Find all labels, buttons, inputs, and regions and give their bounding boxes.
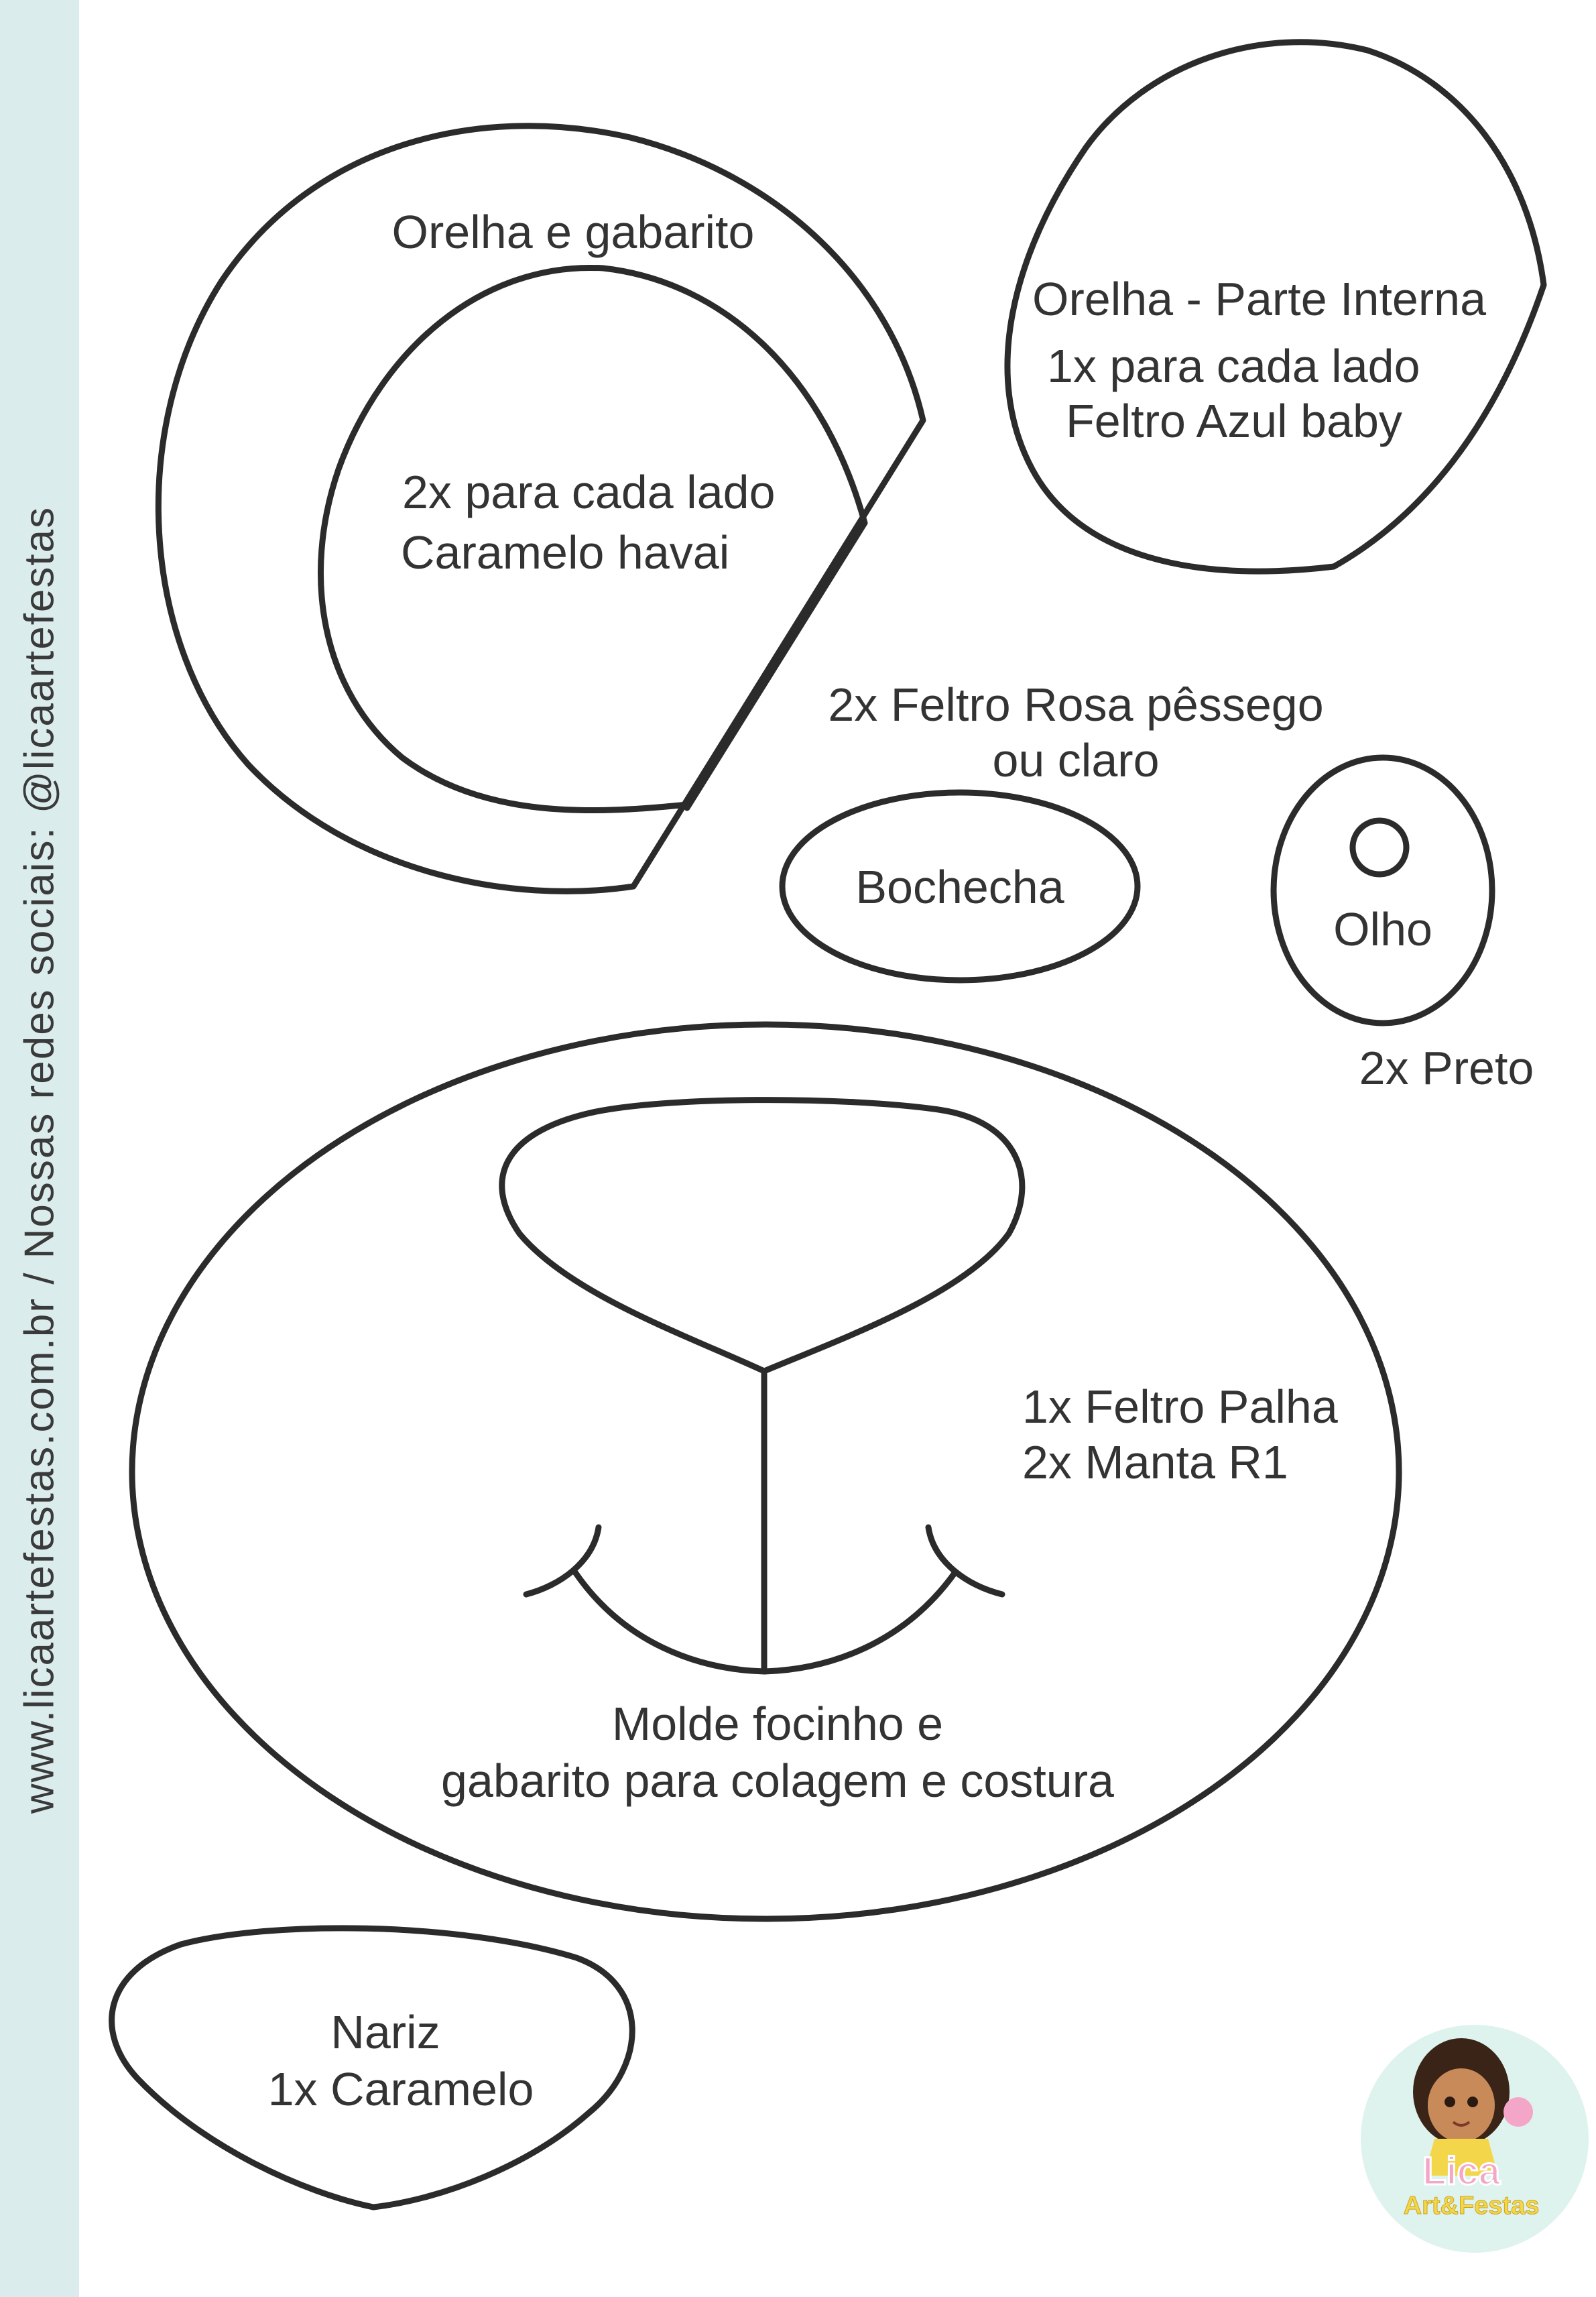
cheek-note-line1: 2x Feltro Rosa pêssego — [828, 679, 1323, 731]
nose-label: Nariz — [330, 2006, 440, 2058]
brand-logo: Lica Art&Festas — [1361, 2025, 1589, 2253]
snout-caption-line1: Molde focinho e — [612, 1698, 943, 1750]
cheek-label: Bochecha — [855, 861, 1064, 913]
logo-tagline: Art&Festas — [1404, 2192, 1540, 2220]
ear-outer-label: Orelha e gabarito — [392, 206, 755, 258]
nose-material: 1x Caramelo — [268, 2063, 534, 2115]
snout-caption-line2: gabarito para colagem e costura — [441, 1755, 1114, 1807]
snout-material-line2: 2x Manta R1 — [1022, 1436, 1288, 1488]
nose-piece: Nariz 1x Caramelo — [109, 1925, 635, 2211]
cheek-piece: 2x Feltro Rosa pêssego ou claro Bochecha — [779, 679, 1324, 984]
cheek-note-line2: ou claro — [992, 734, 1159, 786]
eye-piece: Olho 2x Preto — [1270, 754, 1534, 1094]
snout-piece: 1x Feltro Palha 2x Manta R1 Molde focinh… — [129, 1021, 1402, 1922]
sidebar-strip: www.licaartefestas.com.br / Nossas redes… — [0, 0, 79, 2297]
eye-label: Olho — [1333, 903, 1432, 955]
eye-note: 2x Preto — [1359, 1042, 1534, 1094]
snout-material-line1: 1x Feltro Palha — [1022, 1380, 1338, 1433]
ear-outer-piece: Orelha e gabarito 2x para cada lado Cara… — [155, 123, 926, 894]
ear-inner-quantity: 2x para cada lado — [402, 466, 776, 518]
ear-inner-part-title: Orelha - Parte Interna — [1032, 273, 1486, 325]
ear-inner-material: Caramelo havai — [401, 526, 729, 579]
logo-name: Lica — [1422, 2149, 1501, 2193]
ear-inner-part-piece: Orelha - Parte Interna 1x para cada lado… — [1004, 39, 1547, 575]
ear-inner-part-material: Feltro Azul baby — [1066, 395, 1402, 447]
ear-inner-part-quantity: 1x para cada lado — [1047, 340, 1420, 392]
